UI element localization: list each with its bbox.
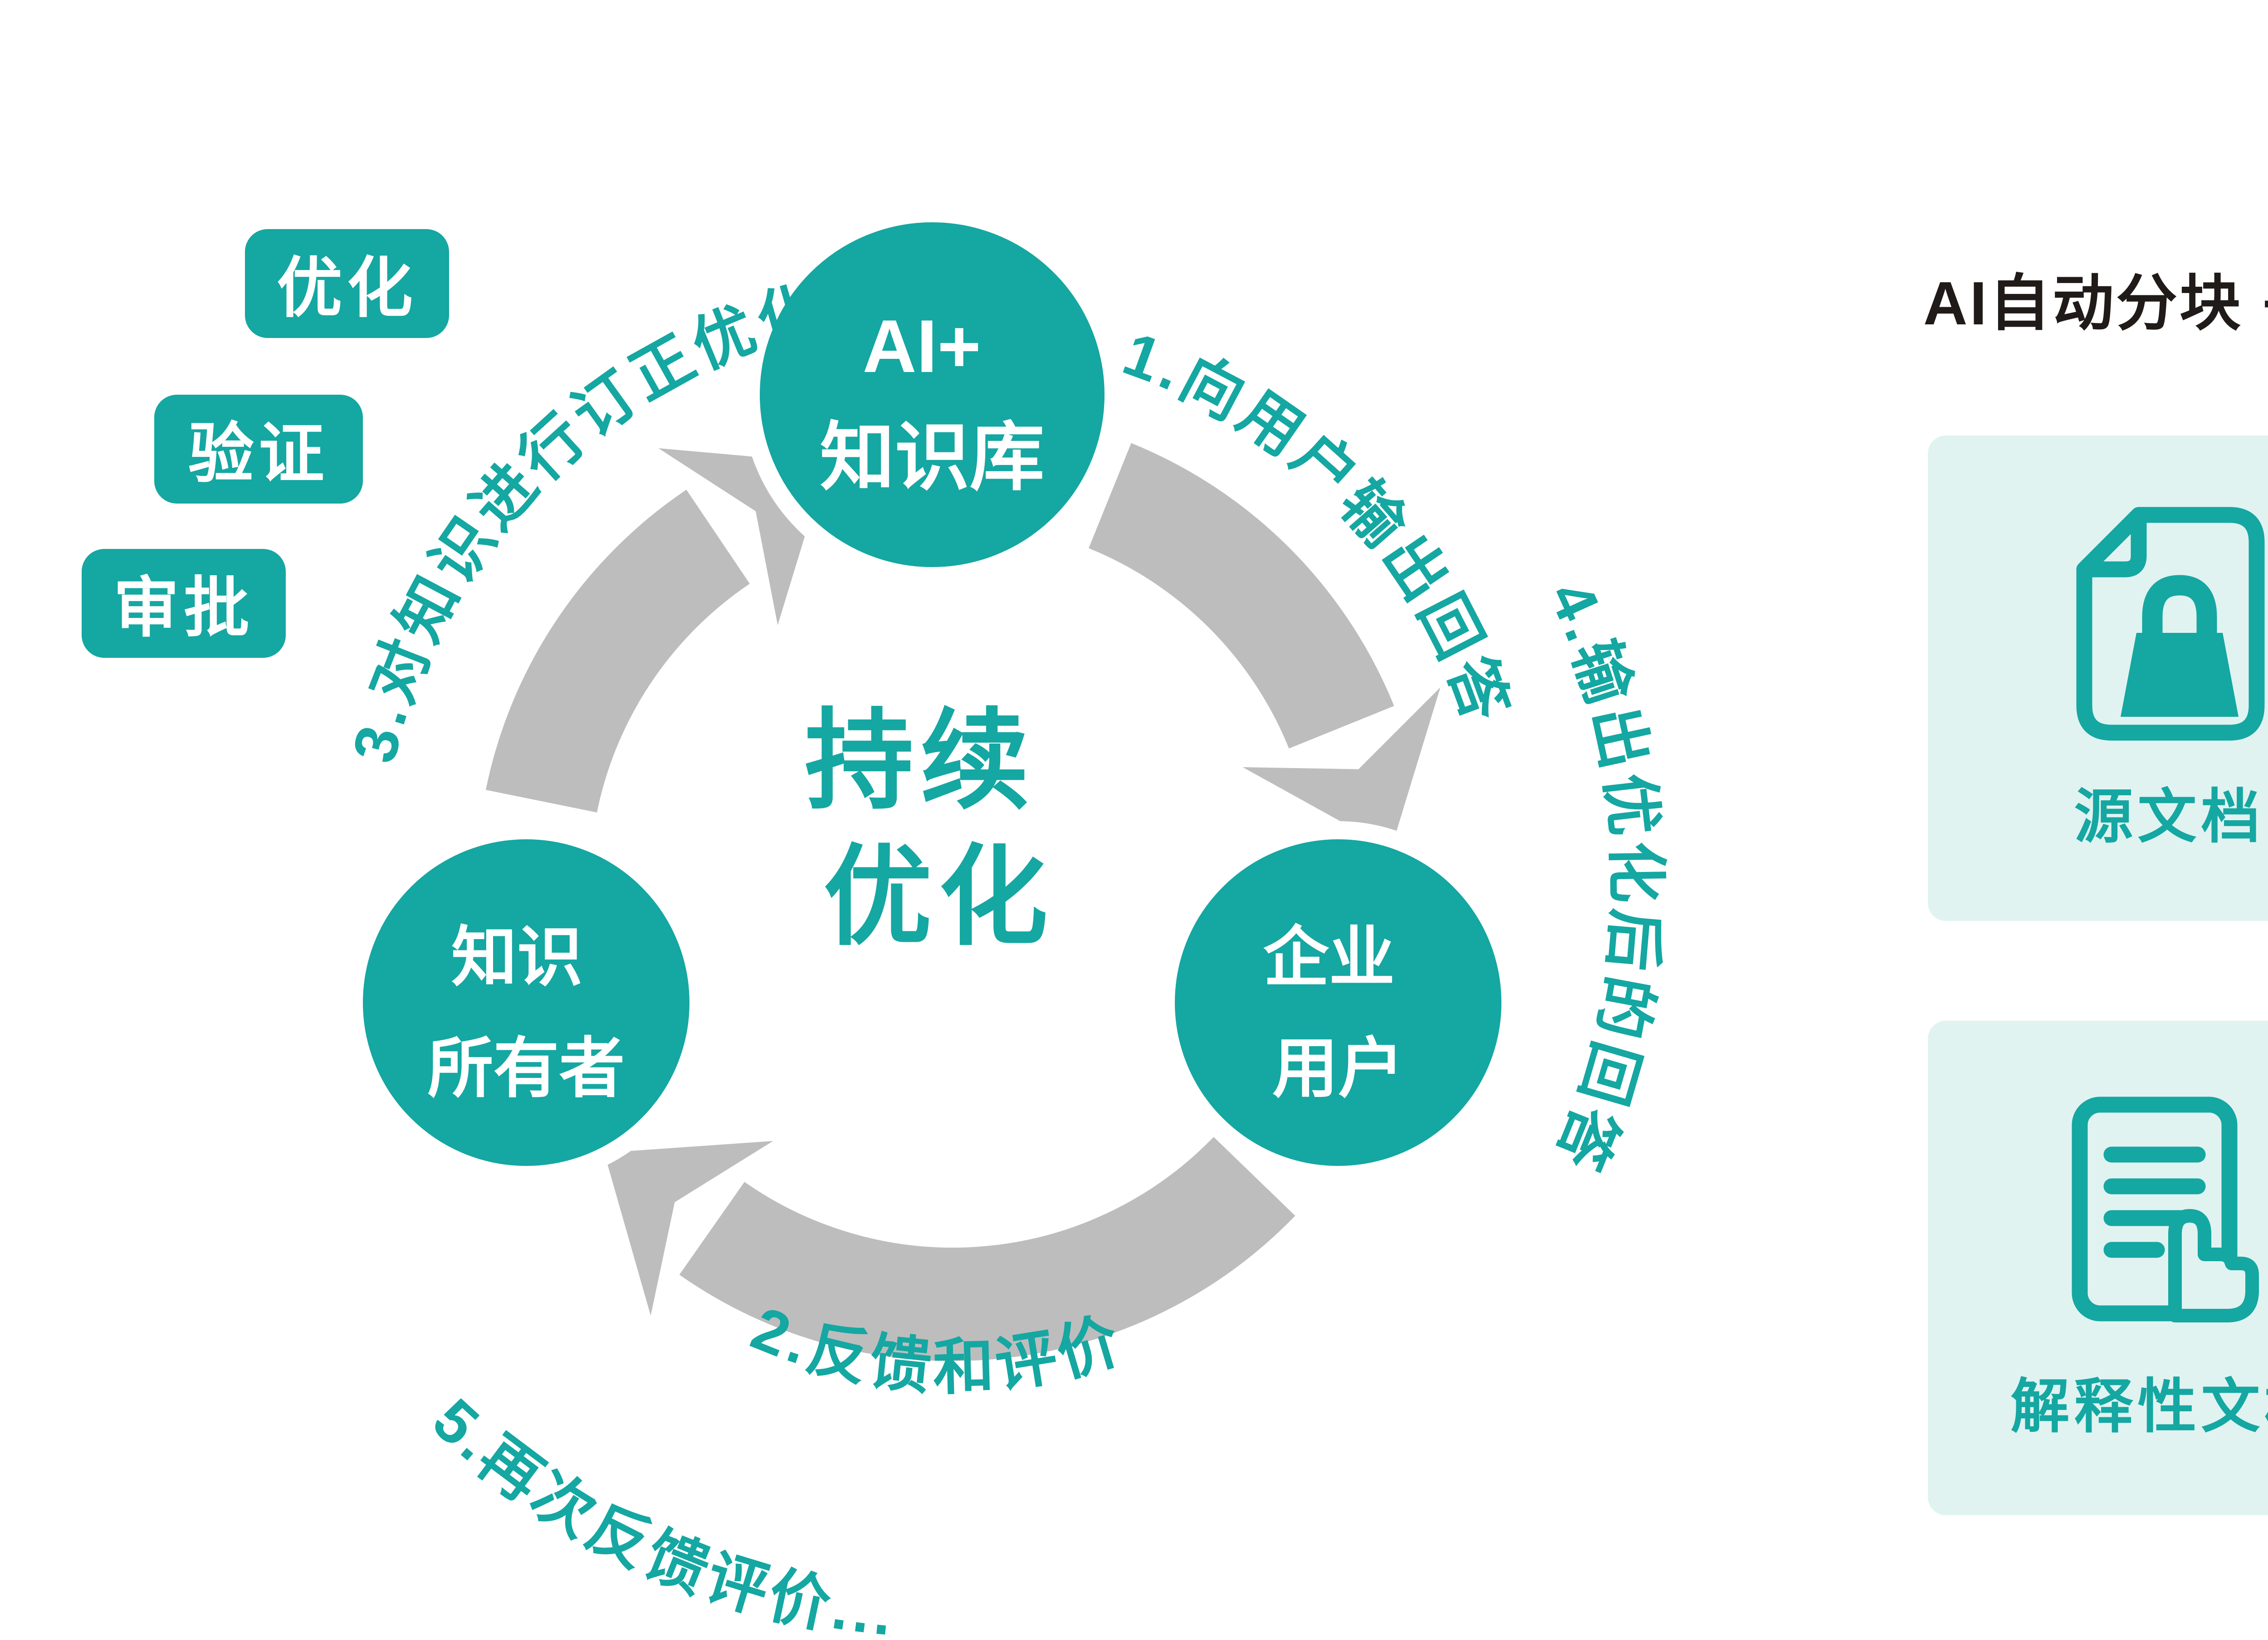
card-explanatory-document-icon-box: 解释性文档: [1928, 1021, 2268, 1515]
node-enterprise-user: [1166, 830, 1510, 1175]
annotated-document-icon: [2056, 1092, 2268, 1333]
badge-approve-label: 审批: [113, 556, 254, 651]
arc-left: [542, 537, 719, 801]
flow-label-4: 4.输出优化后的回答: [1536, 571, 1671, 1183]
badge-approve: 审批: [82, 549, 286, 658]
card-source-document: 源文档 AI读取使用的原始文档: [1928, 436, 2268, 921]
panel-title: AI自动分块 + 人工调整: [1923, 254, 2268, 343]
card-source-document-icon-box: 源文档: [1928, 436, 2268, 921]
badge-optimize-label: 优化: [277, 236, 417, 331]
lock-document-icon: [2061, 503, 2268, 743]
cycle-center-caption: 持续 优化: [805, 700, 1073, 958]
node-knowledge-owner: [354, 830, 699, 1175]
badge-verify: 验证: [154, 395, 363, 504]
flow-label-5: 5.再次反馈评价...: [420, 1385, 899, 1640]
badge-optimize: 优化: [245, 229, 449, 338]
badge-verify-label: 验证: [188, 401, 329, 497]
card-source-document-label: 源文档: [2074, 770, 2264, 854]
node-ai-knowledge-base: [751, 213, 1114, 576]
card-explanatory-document: 解释性文档 源文档的解释和说明: [1928, 1021, 2268, 1515]
card-explanatory-document-label: 解释性文档: [2010, 1360, 2268, 1444]
arc-top-right: [1110, 496, 1342, 728]
arc-bottom: [712, 1176, 1255, 1304]
